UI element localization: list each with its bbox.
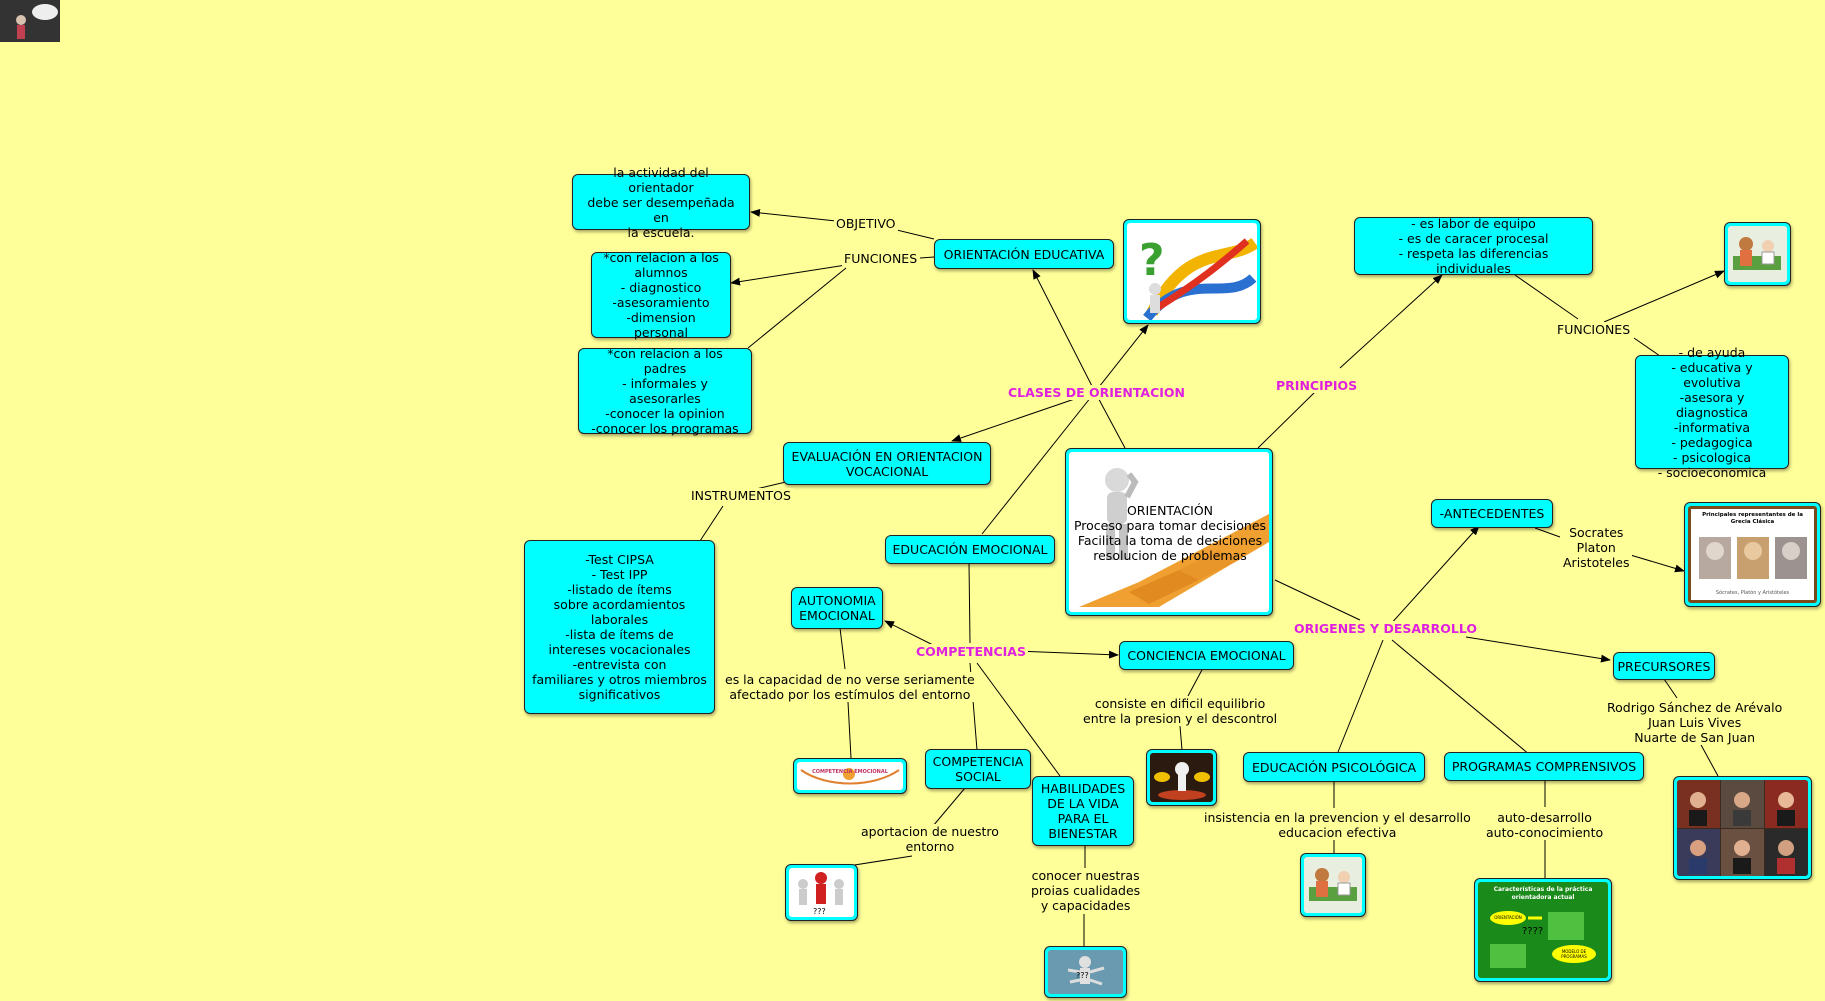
comp-emocional-text: COMPETENCIA EMOCIONAL <box>812 769 888 775</box>
doctor-image-node-top[interactable] <box>1724 222 1791 286</box>
habilidades-description: conocer nuestras proias cualidades y cap… <box>1029 868 1143 913</box>
competencia-social-node[interactable]: COMPETENCIA SOCIAL <box>925 749 1031 789</box>
antecedentes-node[interactable]: -ANTECEDENTES <box>1431 499 1553 528</box>
programas-comprensivos-node[interactable]: PROGRAMAS COMPRENSIVOS <box>1444 752 1644 781</box>
funciones-right-label: FUNCIONES <box>1555 322 1633 337</box>
balance-figure-image <box>1154 762 1210 800</box>
practica-diagram-image <box>1490 911 1596 968</box>
objetivo-label: OBJETIVO <box>834 216 898 231</box>
greek-philosophers-image-node[interactable]: Principales representantes de la Grecia … <box>1684 502 1821 607</box>
evaluacion-node[interactable]: EVALUACIÓN EN ORIENTACION VOCACIONAL <box>783 442 991 485</box>
multitask-image-node[interactable]: ??? <box>1044 946 1127 998</box>
autonomia-description: es la capacidad de no verse seriamente a… <box>723 672 977 702</box>
precursores-node[interactable]: PRECURSORES <box>1613 652 1715 680</box>
practica-node-orientacion: ORIENTACIÓN <box>1494 915 1522 920</box>
principios-label: PRINCIPIOS <box>1274 378 1360 393</box>
practica-question-marks: ???? <box>1522 926 1544 937</box>
relacion-alumnos-node[interactable]: *con relacion a los alumnos - diagnostic… <box>591 250 731 340</box>
practica-title: Características de la práctica orientado… <box>1493 886 1593 901</box>
center-description: Proceso para tomar decisiones Facilita l… <box>1073 518 1267 563</box>
doctor-patient-image-top <box>1733 237 1781 270</box>
funciones-left-label: FUNCIONES <box>842 251 920 266</box>
habilidades-vida-node[interactable]: HABILIDADES DE LA VIDA PARA EL BIENESTAR <box>1032 776 1134 846</box>
autonomia-emocional-node[interactable]: AUTONOMIA EMOCIONAL <box>791 587 883 629</box>
psicologica-description: insistencia en la prevencion y el desarr… <box>1202 810 1473 840</box>
tests-node[interactable]: -Test CIPSA - Test IPP -listado de ítems… <box>524 540 715 714</box>
multitask-figure-image: ??? <box>1067 956 1105 986</box>
svg-text:???: ??? <box>1076 971 1089 980</box>
filosofos-label: Socrates Platon Aristoteles <box>1561 525 1632 570</box>
clases-label: CLASES DE ORIENTACION <box>1006 385 1188 400</box>
greek-image-caption: Sócrates, Platón y Aristóteles <box>1715 590 1790 596</box>
orientacion-educativa-node[interactable]: ORIENTACIÓN EDUCATIVA <box>934 239 1114 269</box>
doctor-patient-image-bottom <box>1309 868 1357 901</box>
map-thumbnail[interactable] <box>0 0 60 42</box>
relacion-padres-node[interactable]: *con relacion a los padres - informales … <box>578 346 752 436</box>
greek-image-title: Principales representantes de la Grecia … <box>1702 512 1803 525</box>
center-title: ORIENTACIÓN <box>1126 503 1214 518</box>
balance-image-node[interactable] <box>1146 749 1217 806</box>
thumbnail-graphic <box>0 0 60 42</box>
precursores-description: Rodrigo Sánchez de Arévalo Juan Luis Viv… <box>1605 700 1785 745</box>
center-text: ORIENTACIÓN Proceso para tomar decisione… <box>1070 503 1270 563</box>
social-figures-image: ??? <box>798 872 844 916</box>
svg-text:?: ? <box>1139 235 1165 286</box>
educacion-psicologica-node[interactable]: EDUCACIÓN PSICOLÓGICA <box>1243 752 1425 782</box>
programas-description: auto-desarrollo auto-conocimiento <box>1484 810 1606 840</box>
instrumentos-label: INSTRUMENTOS <box>689 488 793 503</box>
svg-text:???: ??? <box>813 907 826 916</box>
precursores-portraits-image <box>1677 780 1808 876</box>
social-figures-image-node[interactable]: ??? <box>785 864 858 921</box>
philosophers-busts-image <box>1699 537 1807 579</box>
thinking-figure-on-stairs-image <box>1079 468 1269 607</box>
comp-emocional-image-node[interactable]: COMPETENCIA EMOCIONAL <box>793 758 907 794</box>
principios-node[interactable]: - es labor de equipo - es de caracer pro… <box>1354 216 1593 276</box>
doctor-image-node-bottom[interactable] <box>1300 853 1366 917</box>
funciones-node[interactable]: - de ayuda - educativa y evolutiva -ases… <box>1635 345 1789 480</box>
practica-node-modelo: MODELO DE PROGRAMAS <box>1561 949 1587 959</box>
question-arrows-image: ? <box>1139 235 1257 320</box>
precursores-portraits-image-node[interactable] <box>1673 776 1812 880</box>
competencia-emocional-banner-image <box>800 768 900 785</box>
competencias-label: COMPETENCIAS <box>914 644 1028 659</box>
conciencia-emocional-node[interactable]: CONCIENCIA EMOCIONAL <box>1119 641 1294 670</box>
center-image-node[interactable] <box>1065 448 1273 616</box>
actividad-orientador-node[interactable]: la actividad del orientador debe ser des… <box>572 165 750 240</box>
social-description: aportacion de nuestro entorno <box>859 824 1001 854</box>
question-arrows-image-node[interactable]: ? <box>1123 219 1261 324</box>
conciencia-description: consiste en dificil equilibrio entre la … <box>1081 696 1280 726</box>
educacion-emocional-node[interactable]: EDUCACIÓN EMOCIONAL <box>885 535 1055 564</box>
practica-orientadora-image-node[interactable]: Características de la práctica orientado… <box>1474 878 1612 982</box>
origenes-label: ORIGENES Y DESARROLLO <box>1292 621 1480 636</box>
